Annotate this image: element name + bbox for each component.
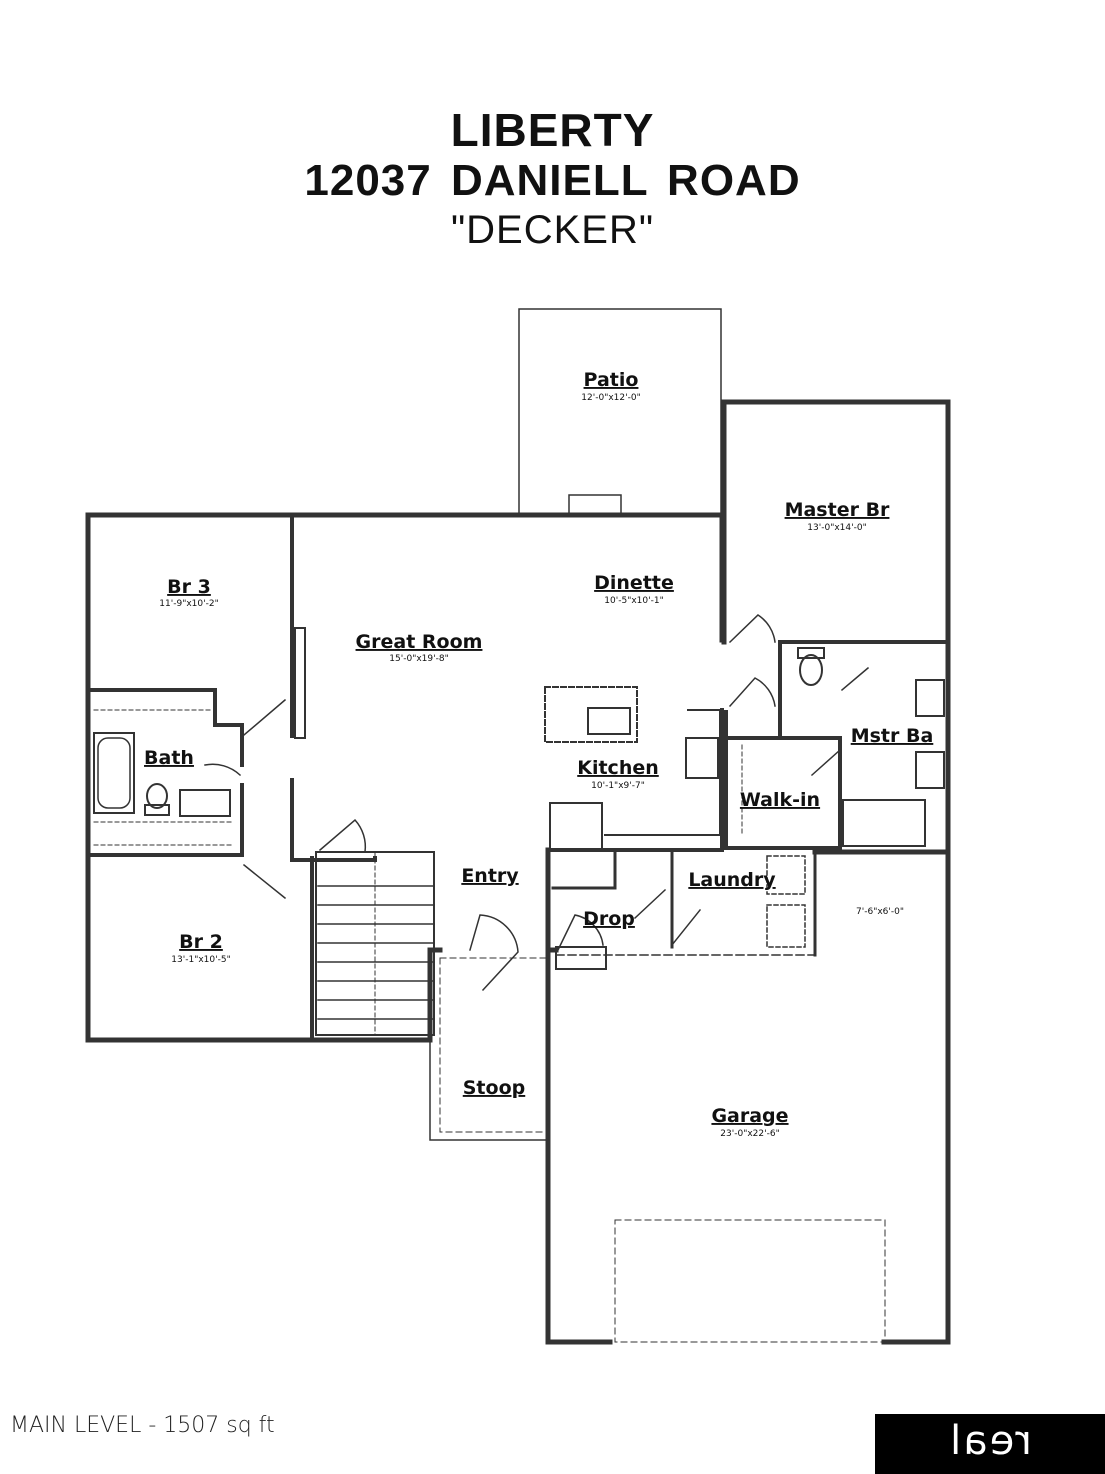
- wall-br3-south: [86, 688, 244, 727]
- stoop-outline: [429, 1039, 549, 1141]
- room-label-bath: Bath: [144, 747, 194, 769]
- kitchen-sink: [587, 707, 631, 735]
- walk-in-door-swing: [728, 677, 776, 708]
- wall-walk-in: [724, 736, 842, 850]
- exterior-wall-master: [721, 399, 951, 851]
- bathtub-basin: [97, 737, 131, 809]
- garage-wall-east: [881, 845, 951, 1345]
- master-door-swing: [728, 614, 776, 644]
- room-label-garage: Garage: [711, 1105, 788, 1127]
- bath-toilet: [146, 783, 168, 809]
- master-shower: [842, 799, 926, 847]
- room-label-dinette: Dinette: [594, 572, 674, 594]
- wall-drop: [551, 850, 617, 890]
- room-dim-dinette: 10'-5"x10'-1": [604, 596, 663, 606]
- front-door-swing: [469, 914, 519, 992]
- patio-outline: [518, 308, 722, 515]
- laundry-door-swings: [633, 888, 702, 947]
- room-label-br2: Br 2: [179, 931, 223, 953]
- kitchen-island: [544, 686, 638, 743]
- room-label-walk-in: Walk-in: [740, 789, 820, 811]
- plan-title: LIBERTY: [450, 104, 655, 156]
- kitchen-fridge: [549, 802, 603, 852]
- master-sink-2: [915, 751, 945, 789]
- wall-toilet-room: [778, 640, 842, 740]
- bath-vanity: [179, 789, 231, 817]
- room-label-stoop: Stoop: [463, 1077, 525, 1099]
- door-swing-hall: [318, 818, 367, 853]
- brand-logo: real: [875, 1414, 1105, 1474]
- wall-hall: [290, 778, 377, 862]
- garage-wall-west: [545, 847, 613, 1345]
- kitchen-range: [685, 737, 719, 779]
- bath-door-swings: [810, 666, 870, 777]
- stair-treads: [317, 885, 435, 1020]
- dryer: [766, 904, 806, 948]
- bathtub: [93, 732, 135, 814]
- garage-step: [555, 946, 607, 970]
- main-level-area: MAIN LEVEL - 1507 sq ft: [10, 1413, 275, 1438]
- room-label-laundry: Laundry: [688, 869, 776, 891]
- brand-logo-text: real: [948, 1418, 1032, 1464]
- room-dim-master-br: 13'-0"x14'-0": [807, 523, 866, 533]
- bath-toilet-tank: [144, 804, 170, 816]
- garage-door-swing: [556, 914, 604, 952]
- room-label-great-room: Great Room: [356, 631, 483, 653]
- master-toilet: [799, 654, 823, 686]
- room-label-kitchen: Kitchen: [577, 757, 659, 779]
- stair-outline: [315, 851, 435, 1036]
- wall-kitchen-south: [546, 708, 724, 852]
- room-label-patio: Patio: [584, 369, 639, 391]
- room-label-entry: Entry: [461, 865, 519, 887]
- plan-address: 12037 DANIELL ROAD: [304, 156, 801, 205]
- room-dim-storage: 7'-6"x6'-0": [856, 907, 904, 917]
- exterior-wall-stairs: [309, 947, 443, 1043]
- fireplace: [294, 627, 306, 739]
- plan-model-name: "DECKER": [450, 208, 655, 252]
- patio-step: [568, 494, 622, 516]
- master-toilet-tank: [797, 647, 825, 659]
- room-dim-br3: 11'-9"x10'-2": [159, 599, 218, 609]
- garage-door-opening: [614, 1219, 886, 1343]
- room-dim-great-room: 15'-0"x19'-8": [389, 654, 448, 664]
- room-label-br3: Br 3: [167, 576, 211, 598]
- door-swings-left: [204, 698, 287, 900]
- washer: [766, 855, 806, 895]
- room-label-mstr-ba: Mstr Ba: [851, 725, 934, 747]
- room-dim-patio: 12'-0"x12'-0": [581, 393, 640, 403]
- bath-closet-lines: [93, 821, 233, 846]
- room-dim-kitchen: 10'-1"x9'-7": [591, 781, 645, 791]
- stoop-dashed: [439, 957, 547, 1133]
- room-dim-br2: 13'-1"x10'-5": [171, 955, 230, 965]
- master-sink-1: [915, 679, 945, 717]
- room-label-master-br: Master Br: [785, 499, 890, 521]
- room-label-drop: Drop: [583, 908, 635, 930]
- room-dim-garage: 23'-0"x22'-6": [720, 1129, 779, 1139]
